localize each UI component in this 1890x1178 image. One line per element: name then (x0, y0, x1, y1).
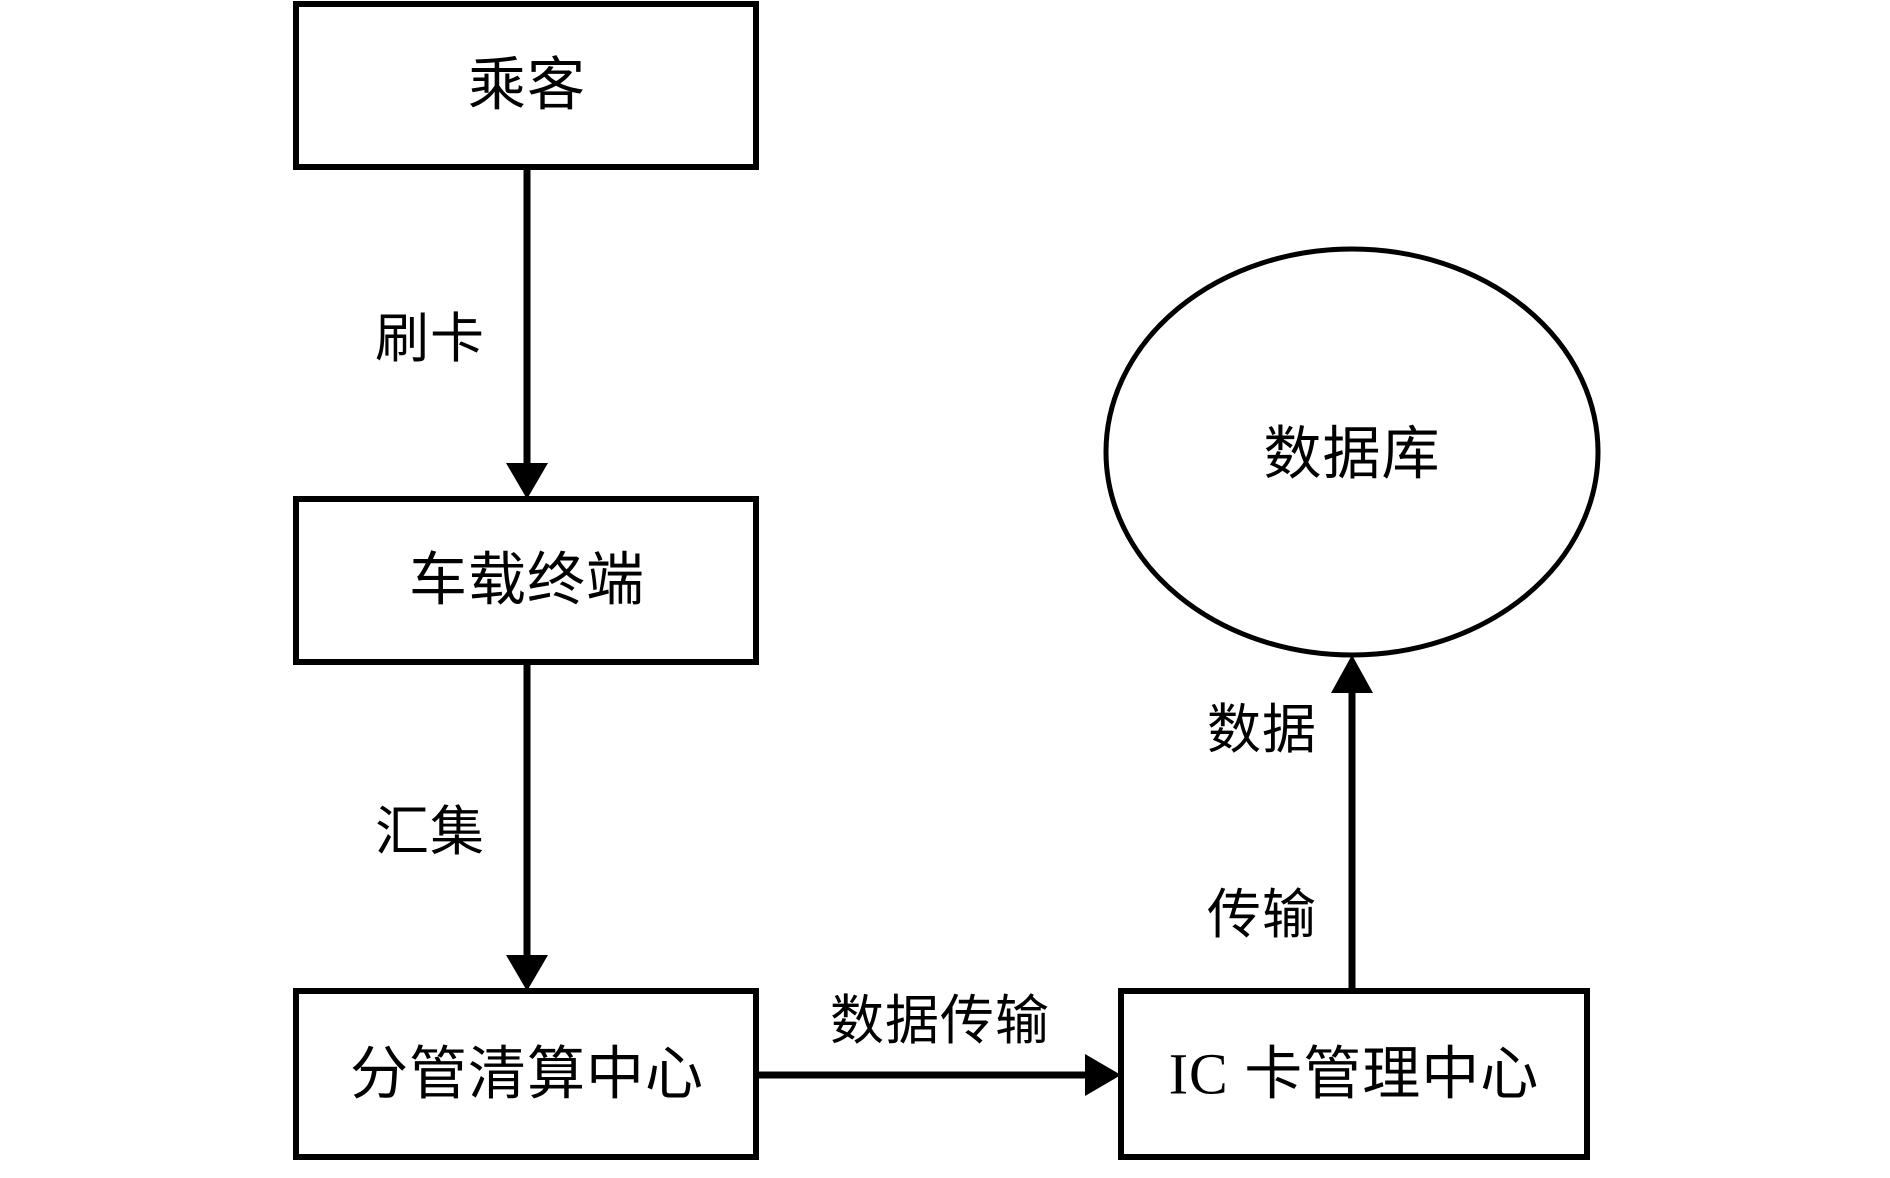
node-clearing-center-shape[interactable] (293, 988, 759, 1160)
edge-aggregate-arrowhead (506, 955, 548, 991)
node-ic-card-center-label: IC 卡管理中心 (1168, 1041, 1540, 1107)
node-database-label: 数据库 (1263, 421, 1441, 487)
node-passenger-shape[interactable] (293, 1, 759, 170)
edge-data-transmission-v-label-line2: 传输 (1207, 884, 1317, 945)
edge-data-transmission-h-label: 数据传输 (830, 991, 1050, 1052)
edge-data-transmission-v-label: 数据 传输 (1207, 577, 1317, 1069)
node-onboard-terminal-label: 车载终端 (408, 547, 646, 613)
edge-swipe-card-arrowhead (506, 463, 548, 499)
node-ic-card-center-shape[interactable] (1118, 988, 1590, 1160)
edge-data-transmission-v-label-line1: 数据 (1207, 699, 1317, 760)
edge-swipe-card-label: 刷卡 (375, 309, 485, 370)
edge-data-transmission-h-arrowhead (1085, 1054, 1121, 1096)
edge-data-transmission-v-arrowhead (1331, 655, 1373, 693)
node-clearing-center-label: 分管清算中心 (349, 1041, 705, 1107)
node-passenger-label: 乘客 (467, 52, 587, 118)
node-onboard-terminal-shape[interactable] (293, 496, 759, 665)
edge-aggregate-label: 汇集 (375, 802, 485, 863)
